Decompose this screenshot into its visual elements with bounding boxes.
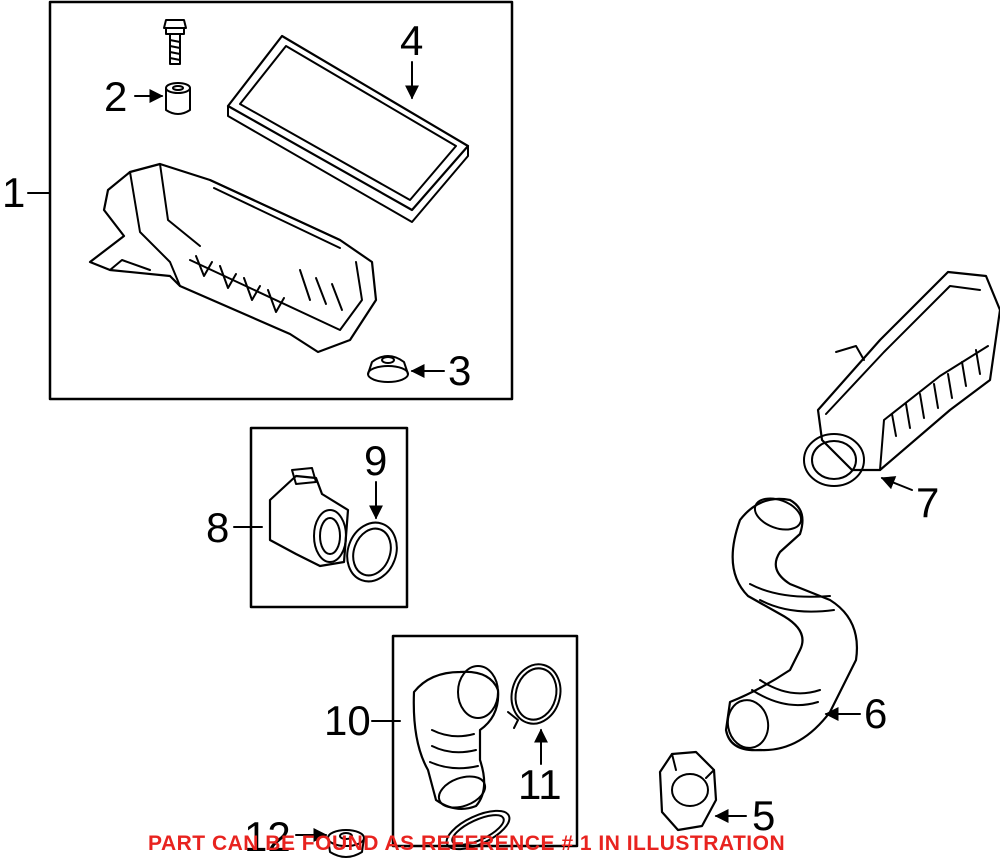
callout-5: 5	[752, 792, 776, 839]
air-cleaner-housing-part	[88, 162, 378, 354]
callout-3: 3	[448, 347, 472, 394]
callout-2: 2	[104, 73, 128, 120]
grommet-part	[367, 355, 409, 383]
callout-7: 7	[916, 479, 940, 526]
grommet-12-part	[327, 829, 365, 858]
elbow-hose-part	[412, 665, 500, 811]
spacer-part	[165, 82, 191, 115]
bolt-part	[163, 19, 187, 65]
mass-air-flow-sensor-part	[268, 467, 350, 568]
reference-note: PART CAN BE FOUND AS REFERENCE # 1 IN IL…	[148, 832, 786, 855]
intake-hose-part	[724, 497, 858, 752]
callout-4: 4	[400, 17, 424, 64]
callout-1: 1	[2, 169, 26, 216]
callout-8: 8	[206, 504, 230, 551]
lower-clamp-part	[445, 809, 511, 851]
gasket-part	[346, 521, 398, 583]
callout-6: 6	[864, 690, 888, 737]
group-box-10	[391, 634, 579, 848]
group-box-1	[48, 0, 514, 401]
air-filter-part	[226, 34, 470, 223]
callout-11: 11	[518, 761, 562, 808]
clamp-part	[507, 663, 562, 729]
group-box-8	[249, 426, 409, 609]
callout-12: 12	[244, 813, 291, 860]
callout-10: 10	[324, 697, 371, 744]
intake-duct-part	[803, 270, 1000, 487]
seal-part	[658, 750, 718, 832]
callout-9: 9	[364, 437, 388, 484]
leader-7	[880, 476, 913, 491]
